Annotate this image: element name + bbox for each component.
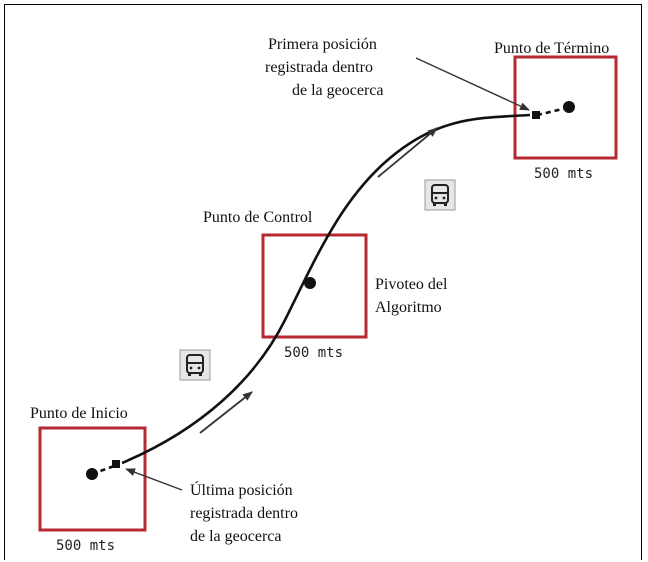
- first-position-label-line3: de la geocerca: [292, 82, 383, 99]
- last-position-label-line1: Última posición: [190, 480, 293, 499]
- direction-arrow-upper: [377, 127, 438, 178]
- bus-icon: [179, 349, 211, 381]
- geofence-start: [38, 426, 147, 532]
- pointer-arrow-first-position: [415, 57, 530, 111]
- route-path: [121, 113, 531, 465]
- last-position-label-line2: registrada dentro: [190, 505, 298, 522]
- pointer-arrow-last-position: [125, 468, 183, 491]
- start-point-dot: [86, 468, 98, 480]
- geofence-size-label-start: 500 mts: [56, 538, 115, 554]
- end-point-label: Punto de Término: [494, 40, 609, 57]
- route-dash-end: [536, 106, 568, 117]
- control-point-dot: [304, 277, 316, 289]
- geofence-size-label-end: 500 mts: [534, 166, 593, 182]
- geofence-control: [261, 233, 368, 339]
- direction-arrow-lower: [199, 391, 253, 434]
- last-position-label-line3: de la geocerca: [190, 528, 281, 545]
- diagram-frame: [4, 4, 642, 560]
- geofence-size-label-control: 500 mts: [284, 345, 343, 361]
- geofence-end: [513, 55, 618, 160]
- pivot-label-line1: Pivoteo del: [375, 276, 448, 293]
- last-position-marker: [112, 460, 120, 468]
- first-position-label-line2: registrada dentro: [265, 59, 373, 76]
- start-point-label: Punto de Inicio: [30, 405, 128, 422]
- control-point-label: Punto de Control: [203, 209, 313, 226]
- end-point-dot: [563, 101, 575, 113]
- pivot-label-line2: Algoritmo: [375, 299, 442, 316]
- first-position-label-line1: Primera posición: [268, 36, 377, 53]
- bus-icon: [424, 179, 456, 211]
- first-position-marker: [532, 111, 540, 119]
